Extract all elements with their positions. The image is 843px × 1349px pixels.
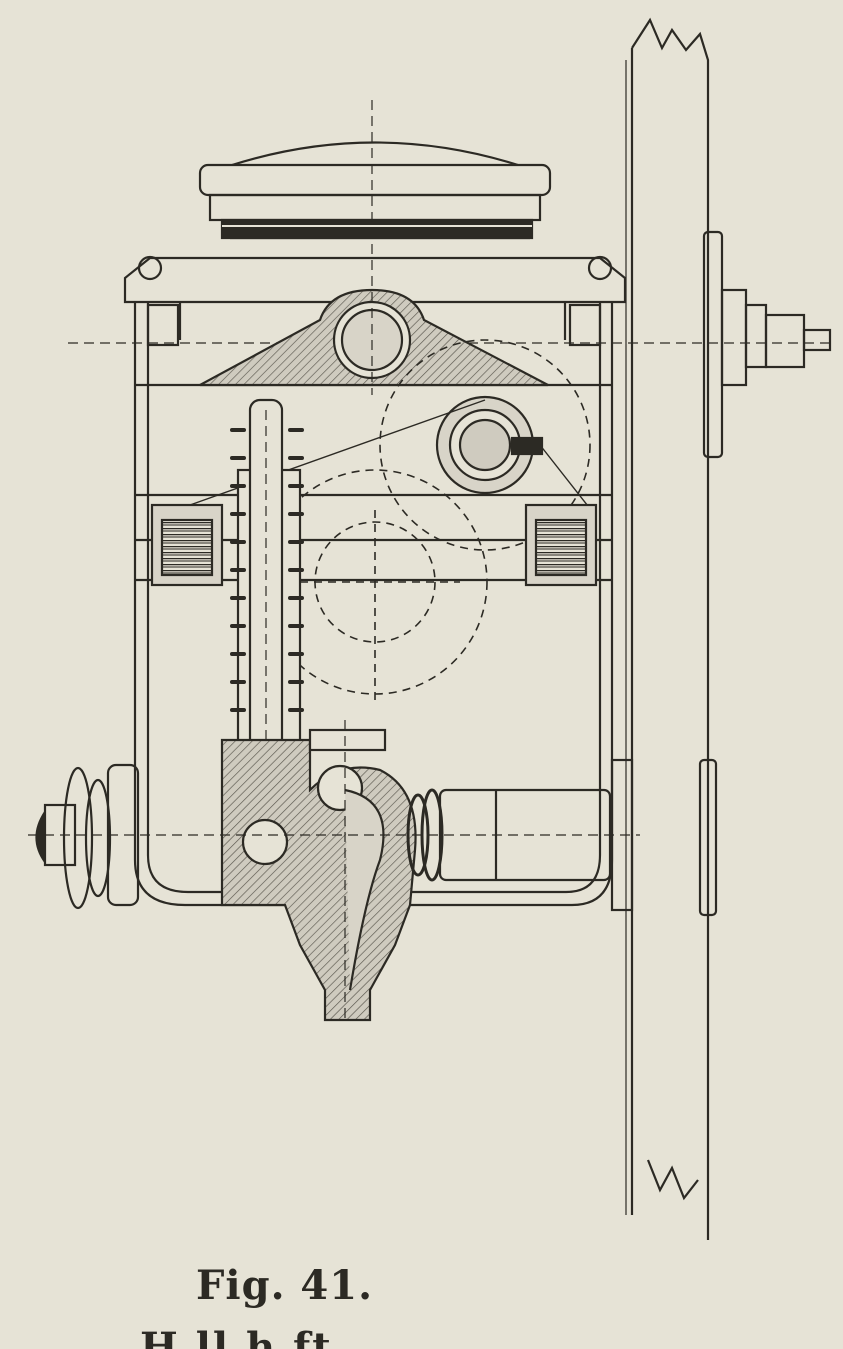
pivot-bracket <box>199 100 549 395</box>
left-block <box>150 503 224 587</box>
mounting-board <box>625 17 710 1240</box>
figure-caption: Fig. 41. <box>196 1262 374 1309</box>
body-text-fragment: H ll h ft <box>140 1328 333 1349</box>
shaft-flange <box>68 230 832 459</box>
cam-wheel <box>189 339 596 551</box>
housing-lid <box>198 141 552 240</box>
right-block <box>524 503 598 587</box>
bottom-shaft <box>28 758 718 917</box>
spring-plunger <box>230 398 304 807</box>
left-knob <box>35 763 140 910</box>
technical-drawing <box>28 17 832 1240</box>
valve-body <box>220 720 417 1022</box>
